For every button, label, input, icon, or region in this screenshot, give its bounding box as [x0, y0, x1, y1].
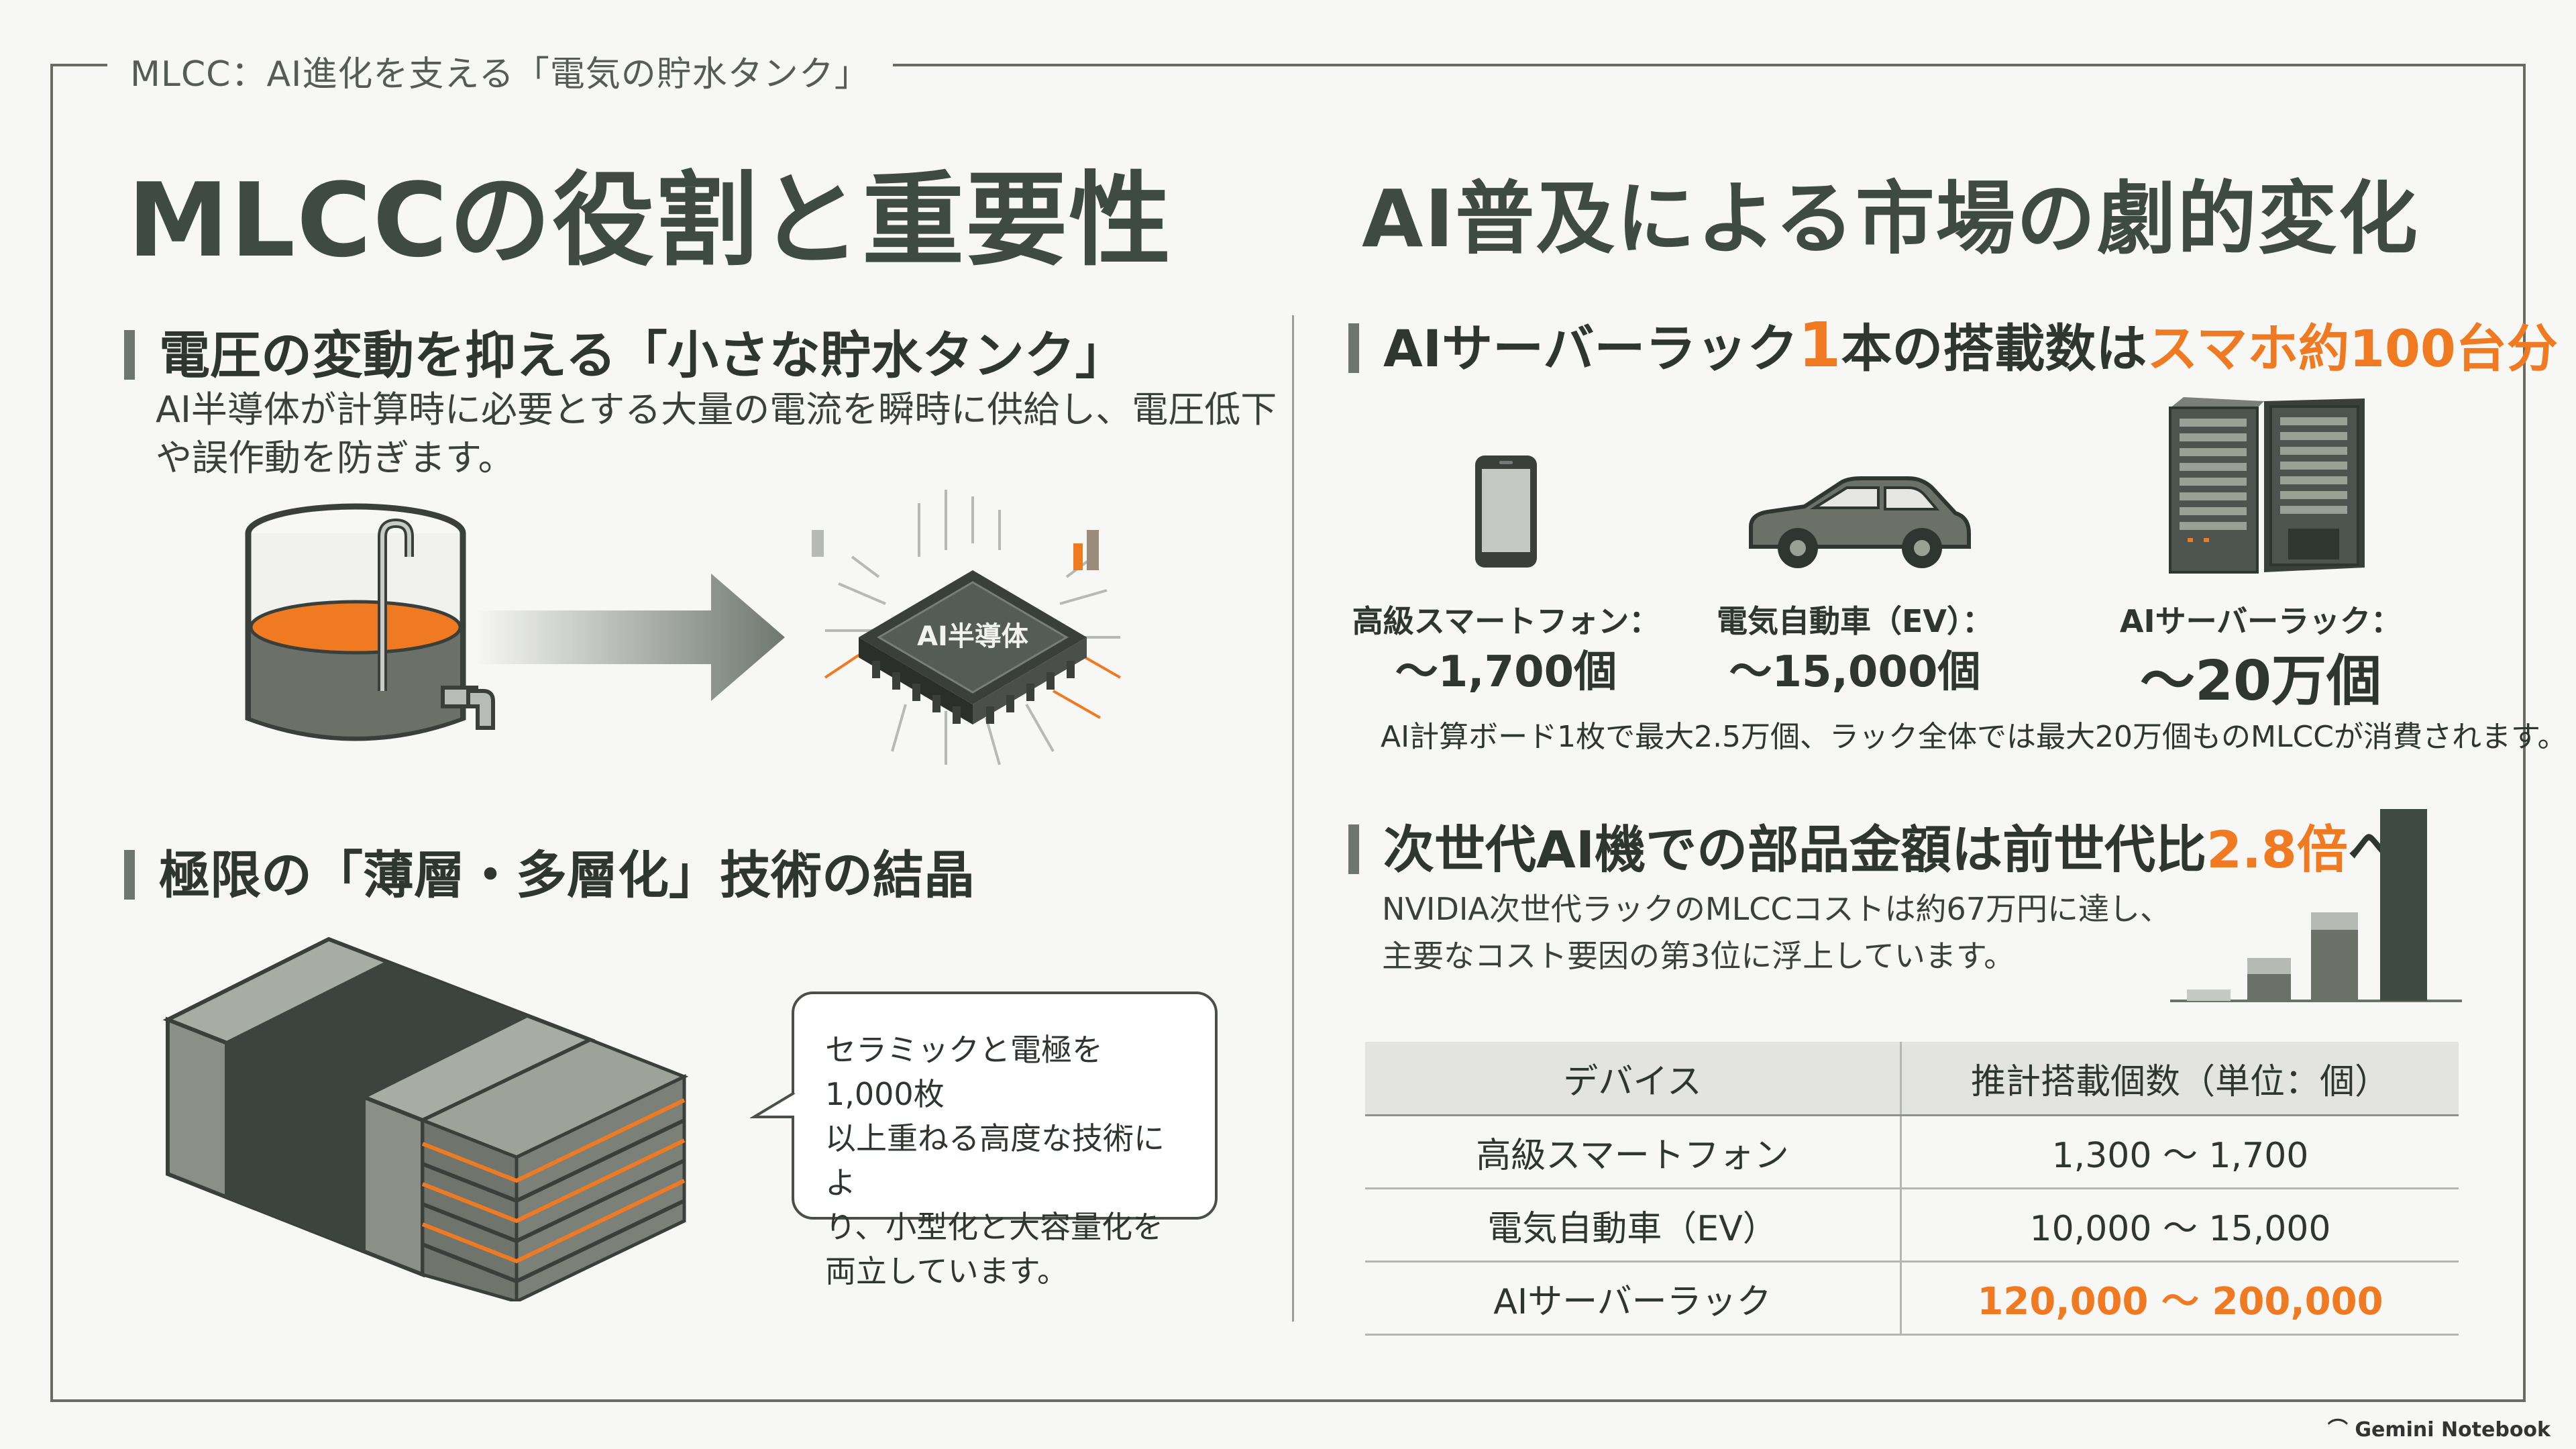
- table-header: デバイス: [1365, 1042, 1902, 1116]
- table-cell: 120,000 〜 200,000: [1900, 1261, 2459, 1336]
- table-header: 推計搭載個数（単位：個）: [1900, 1042, 2459, 1116]
- flow-arrow: [476, 574, 785, 701]
- section-bar: [124, 330, 135, 380]
- section-body-tank: AI半導体が計算時に必要とする大量の電流を瞬時に供給し、電圧低下 や誤作動を防ぎ…: [156, 388, 1277, 479]
- mlcc-count-table: デバイス 推計搭載個数（単位：個） 高級スマートフォン 1,300 〜 1,70…: [1365, 1042, 2459, 1336]
- outer-frame: [50, 64, 2526, 1402]
- page-title: MLCC：AI進化を支える「電気の貯水タンク」: [107, 46, 893, 96]
- section-title-rack: AIサーバーラック1本の搭載数はスマホ約100台分: [1348, 307, 2558, 381]
- table-cell: 電気自動車（EV）: [1365, 1188, 1902, 1263]
- chip-label: AI半導体: [917, 621, 1028, 652]
- smartphone-icon: [1475, 455, 1537, 568]
- mlcc-layer-illustration: [162, 936, 689, 1301]
- water-tank-illustration: [245, 503, 495, 741]
- table-header-row: デバイス 推計搭載個数（単位：個）: [1365, 1042, 2459, 1116]
- device-label-ev: 電気自動車（EV）：: [1716, 603, 1994, 639]
- section-title-layers: 極限の「薄層・多層化」技術の結晶: [124, 834, 975, 908]
- table-cell: 高級スマートフォン: [1365, 1115, 1902, 1189]
- table-row: AIサーバーラック 120,000 〜 200,000: [1365, 1261, 2459, 1336]
- rack-note: AI計算ボード1枚で最大2.5万個、ラック全体では最大20万個ものMLCCが消費…: [1381, 720, 2567, 754]
- section-title-tank: 電圧の変動を抑える「小さな貯水タンク」: [124, 314, 1126, 388]
- right-heading: AI普及による市場の劇的変化: [1362, 172, 2419, 265]
- section-title-cost: 次世代AI機での部品金額は前世代比2.8倍へ: [1348, 808, 2399, 882]
- table-cell: AIサーバーラック: [1365, 1261, 1902, 1336]
- column-divider: [1292, 315, 1294, 1322]
- table-row: 高級スマートフォン 1,300 〜 1,700: [1365, 1115, 2459, 1189]
- left-heading: MLCCの役割と重要性: [127, 161, 1173, 280]
- table-row: 電気自動車（EV） 10,000 〜 15,000: [1365, 1188, 2459, 1263]
- server-rack-icon: [2169, 397, 2365, 574]
- device-label-phone: 高級スマートフォン：: [1352, 603, 1660, 639]
- growth-bars-illustration: [2170, 809, 2462, 1002]
- table-cell: 10,000 〜 15,000: [1900, 1188, 2459, 1263]
- section-bar: [1348, 323, 1359, 373]
- section-bar: [1348, 824, 1359, 874]
- device-value-rack: 〜20万個: [2139, 649, 2382, 713]
- bubble-tail: [750, 1091, 797, 1118]
- cost-body: NVIDIA次世代ラックのMLCCコストは約67万円に達し、 主要なコスト要因の…: [1382, 891, 2171, 974]
- layer-speech-bubble: セラミックと電極を1,000枚 以上重ねる高度な技術によ り、小型化と大容量化を…: [792, 991, 1218, 1289]
- logo-icon: ⌒: [2327, 1418, 2355, 1442]
- gemini-notebook-logo: ⌒ Gemini Notebook: [2327, 1418, 2551, 1442]
- device-value-phone: 〜1,700個: [1395, 647, 1617, 697]
- section-bar: [124, 850, 135, 900]
- table-cell: 1,300 〜 1,700: [1900, 1115, 2459, 1189]
- ai-chip-illustration: AI半導体: [812, 490, 1121, 765]
- ev-car-icon: [1749, 476, 1971, 568]
- device-label-rack: AIサーバーラック：: [2119, 603, 2402, 639]
- device-value-ev: 〜15,000個: [1729, 647, 1981, 697]
